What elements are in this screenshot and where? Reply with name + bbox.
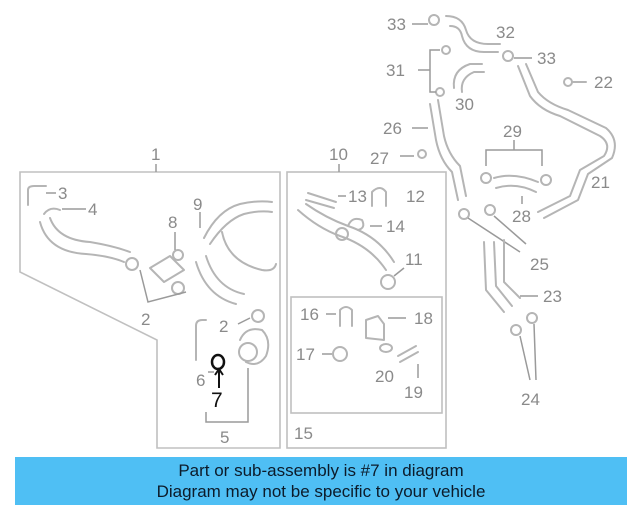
part-26-pipe	[412, 99, 467, 201]
part-2-clamp-b	[237, 309, 265, 325]
callout-15: 15	[294, 424, 313, 443]
info-banner: Part or sub-assembly is #7 in diagram Di…	[15, 457, 627, 505]
callout-7: 7	[211, 389, 223, 412]
part-16-clip	[326, 306, 353, 327]
callout-33a: 33	[387, 15, 406, 34]
bracket-5	[205, 368, 249, 423]
part-17-plug	[322, 346, 348, 362]
bracket-2	[139, 269, 187, 303]
callout-19: 19	[404, 383, 423, 402]
part-8-connector	[149, 232, 185, 283]
part-24-clips	[510, 312, 538, 381]
part-32-hose	[445, 15, 501, 53]
callout-16: 16	[300, 305, 319, 324]
callout-22: 22	[594, 73, 613, 92]
part-20-ring	[379, 343, 393, 353]
part-4-clamp	[43, 207, 86, 215]
part-19-pipe	[397, 345, 419, 378]
callout-1: 1	[151, 145, 160, 164]
callout-24: 24	[521, 390, 540, 409]
part-6-clip	[195, 319, 214, 373]
part-7-seal-ring	[210, 353, 226, 388]
part-18-valve	[365, 315, 406, 341]
callout-3: 3	[58, 184, 67, 203]
callout-28: 28	[512, 207, 531, 226]
part-hose-mid	[195, 231, 277, 305]
part-5-elbow	[238, 328, 270, 365]
callout-27: 27	[370, 149, 389, 168]
callout-4: 4	[88, 200, 97, 219]
callout-14: 14	[386, 217, 405, 236]
group-box-10	[286, 171, 447, 449]
callout-18: 18	[414, 309, 433, 328]
callout-17: 17	[296, 345, 315, 364]
callout-11: 11	[405, 250, 423, 269]
banner-line-2: Diagram may not be specific to your vehi…	[156, 482, 486, 501]
callout-13: 13	[348, 187, 367, 206]
callout-23: 23	[543, 287, 562, 306]
banner-line-1: Part or sub-assembly is #7 in diagram	[178, 461, 464, 480]
callout-20: 20	[375, 367, 394, 386]
part-30-hose	[452, 63, 485, 93]
callout-29: 29	[503, 122, 522, 141]
part-12-clamp	[371, 187, 387, 207]
part-9-hose	[199, 200, 273, 245]
callout-25: 25	[530, 255, 549, 274]
part-31-clamps	[418, 45, 451, 97]
callout-2a: 2	[141, 310, 150, 329]
callout-6: 6	[196, 371, 205, 390]
part-27-bolt	[400, 149, 427, 159]
part-13-clamp	[305, 192, 346, 209]
group-box-1	[19, 171, 281, 449]
part-hose-upper	[39, 217, 131, 263]
part-23-pipe	[483, 239, 538, 313]
part-14-clip	[347, 217, 382, 231]
callout-33b: 33	[537, 49, 556, 68]
part-33-bolt-a	[412, 14, 440, 26]
part-10-hose	[297, 203, 395, 271]
callout-21: 21	[591, 173, 610, 192]
part-33-bolt-b	[502, 50, 532, 62]
part-29-clamps	[480, 140, 552, 186]
callout-31: 31	[386, 61, 405, 80]
callout-9: 9	[193, 195, 202, 214]
group-box-15	[290, 296, 443, 414]
part-21-pipe	[517, 63, 616, 219]
callout-12: 12	[406, 187, 425, 206]
part-22-bolt	[563, 77, 587, 87]
callout-8: 8	[168, 213, 177, 232]
callout-2b: 2	[219, 317, 228, 336]
part-25-clips	[458, 204, 527, 253]
callout-10: 10	[329, 145, 348, 164]
parts-diagram: 1 3 4 8 9 2 2 6 7 5 10 13 12 14 11 16 18…	[19, 14, 616, 449]
part-3-clamp	[27, 185, 56, 206]
part-11-ring	[380, 267, 405, 290]
callout-32: 32	[496, 23, 515, 42]
callout-5: 5	[220, 428, 229, 447]
callout-30: 30	[455, 95, 474, 114]
part-28-hose	[493, 174, 539, 204]
callout-26: 26	[383, 119, 402, 138]
